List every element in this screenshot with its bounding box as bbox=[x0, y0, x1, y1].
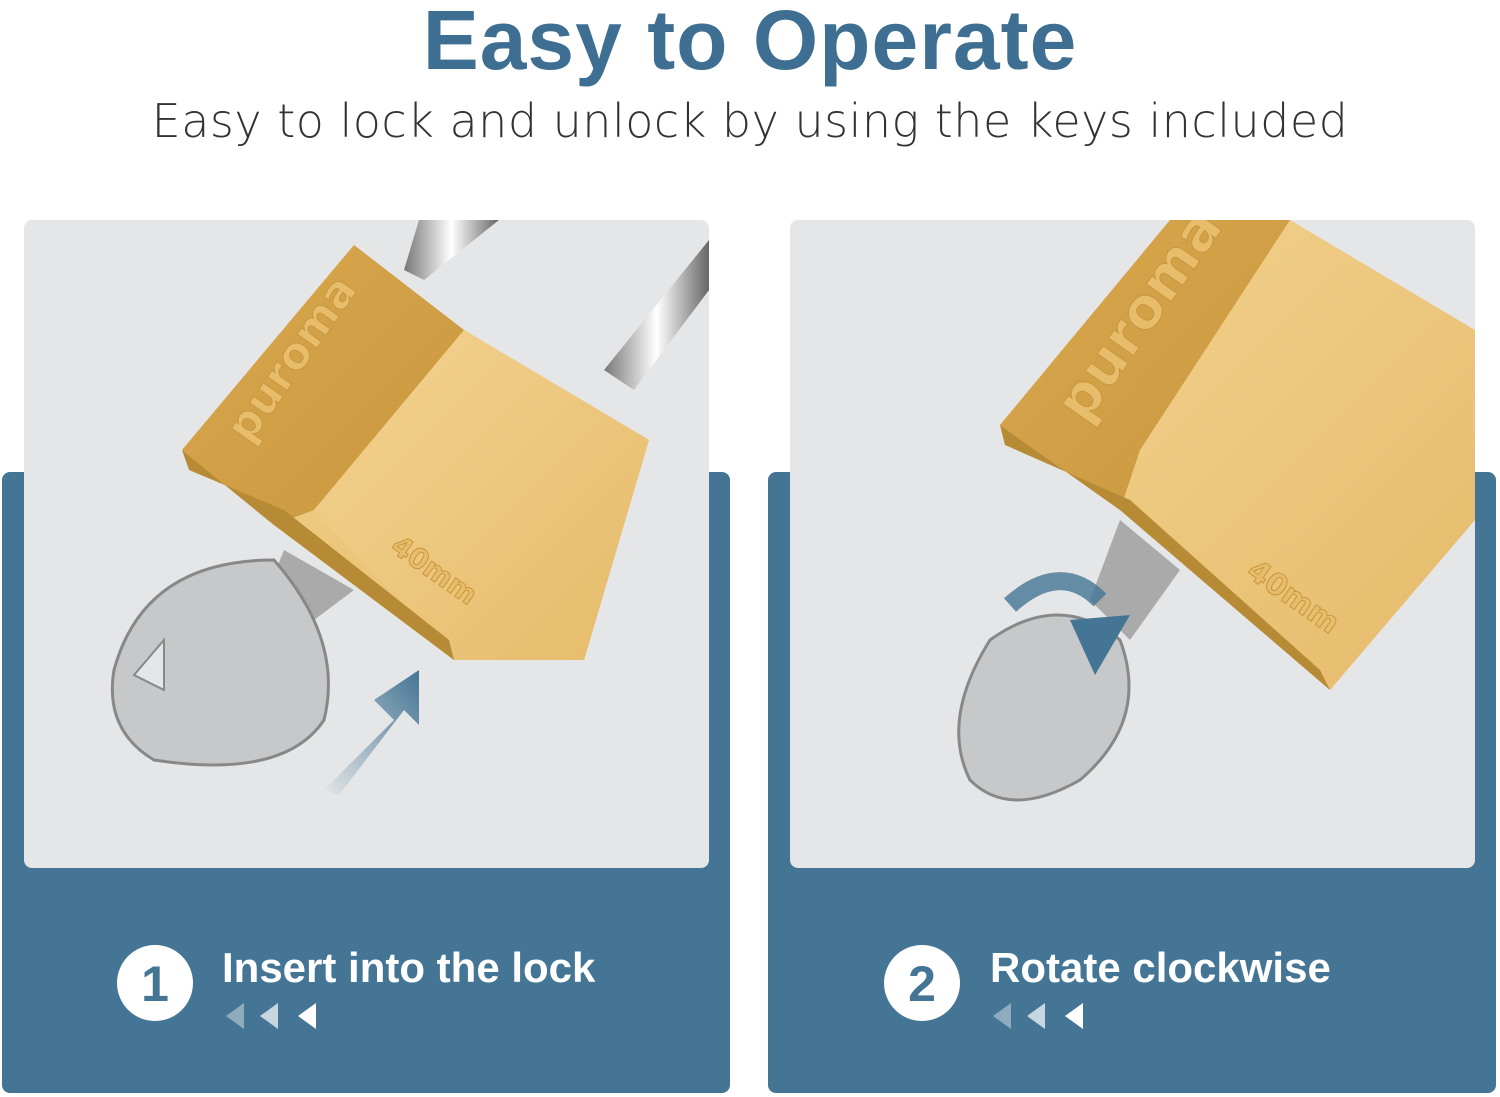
step-label: Insert into the lock bbox=[222, 944, 596, 991]
triangle-left-icon bbox=[1027, 1003, 1045, 1029]
padlock-insert-key-illustration: puroma 40mm bbox=[110, 220, 709, 795]
step-2-image: puroma 40mm bbox=[790, 220, 1475, 868]
shackle bbox=[404, 220, 709, 390]
triangle-left-icon bbox=[993, 1003, 1011, 1029]
triangle-left-icon bbox=[298, 1003, 316, 1029]
rotate-clockwise-arrow-icon bbox=[1003, 572, 1130, 675]
step-number-badge: 2 bbox=[884, 945, 960, 1021]
step-1-image: puroma 40mm bbox=[24, 220, 709, 868]
triangle-left-icon bbox=[226, 1003, 244, 1029]
padlock-body bbox=[182, 245, 649, 660]
step-number-badge: 1 bbox=[117, 945, 193, 1021]
arrow-up-right-icon bbox=[324, 670, 419, 795]
key bbox=[957, 520, 1180, 802]
padlock-rotate-key-illustration: puroma 40mm bbox=[957, 220, 1475, 802]
triangle-left-icon bbox=[260, 1003, 278, 1029]
padlock-body bbox=[1000, 220, 1475, 690]
page-title: Easy to Operate bbox=[422, 0, 1078, 87]
triangle-left-icon bbox=[1065, 1003, 1083, 1029]
step-label: Rotate clockwise bbox=[990, 944, 1331, 991]
key bbox=[110, 550, 354, 767]
page-subtitle: Easy to lock and unlock by using the key… bbox=[151, 94, 1349, 148]
